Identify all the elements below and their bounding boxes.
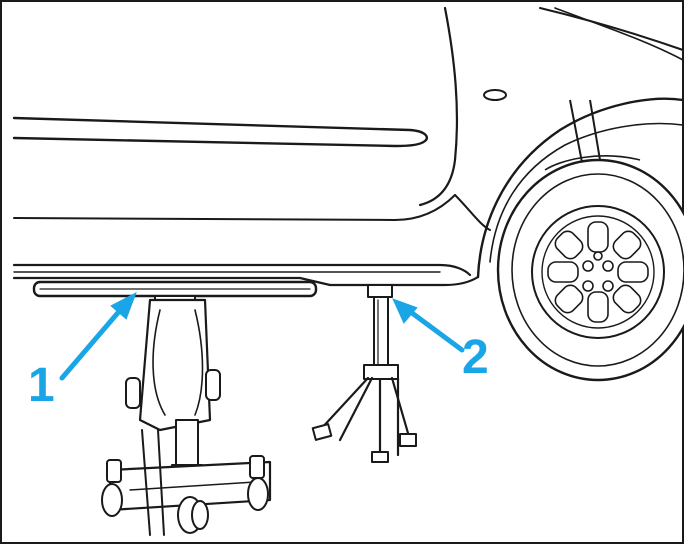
stand-post bbox=[373, 296, 389, 368]
floor-jack bbox=[32, 280, 318, 536]
callout-1-arrow bbox=[59, 305, 125, 381]
door-edge-line bbox=[418, 6, 459, 207]
wheel-arch bbox=[476, 97, 684, 279]
hood-line-inner bbox=[554, 7, 684, 61]
sill-bottom bbox=[12, 275, 480, 287]
jack-cylinder bbox=[175, 419, 199, 471]
car-body bbox=[12, 6, 684, 287]
callout-1-label: 1 bbox=[28, 359, 55, 412]
wheel-rim bbox=[531, 205, 665, 339]
callout-2-arrowhead bbox=[392, 298, 418, 324]
lug-nuts bbox=[582, 251, 614, 292]
wheel-arch-inner bbox=[489, 122, 684, 263]
wheel-spokes bbox=[547, 221, 649, 323]
sill-top bbox=[12, 263, 472, 277]
fuel-cap-oval bbox=[483, 89, 507, 101]
callout-1-arrowhead bbox=[110, 291, 137, 320]
jack-arm bbox=[138, 298, 212, 432]
hood-line bbox=[539, 7, 684, 51]
callout-2-label: 2 bbox=[462, 331, 489, 384]
axle-stand bbox=[311, 284, 417, 463]
stand-head bbox=[367, 284, 393, 298]
callout-arrows bbox=[59, 291, 465, 381]
rear-wheel bbox=[496, 99, 684, 382]
side-molding bbox=[12, 116, 429, 148]
door-bottom-line bbox=[13, 194, 456, 221]
jack-casters bbox=[101, 455, 269, 534]
callout-2-arrow bbox=[405, 307, 465, 353]
tyre-inner bbox=[511, 173, 684, 367]
